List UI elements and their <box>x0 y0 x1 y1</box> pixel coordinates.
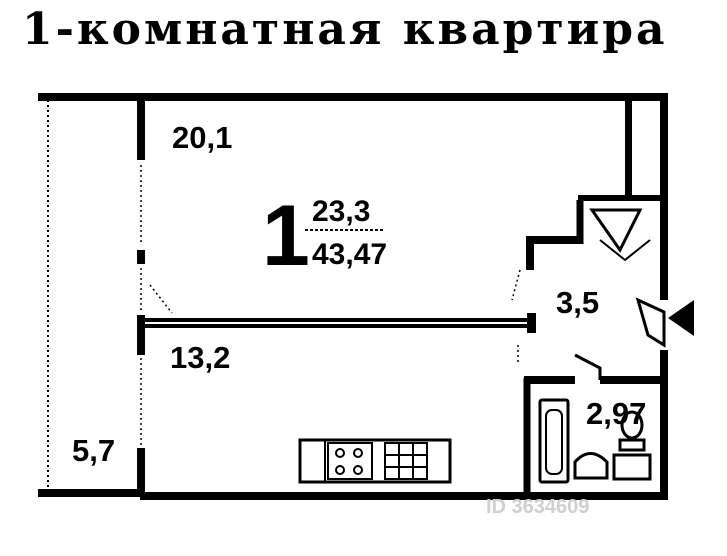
shaft-right <box>625 100 632 200</box>
bath-area-label: 2,97 <box>586 396 647 431</box>
entrance-door <box>635 297 666 348</box>
closet-door <box>589 208 643 253</box>
stove-icon <box>327 442 373 480</box>
entrance-arrow-icon <box>668 300 694 336</box>
balcony-area-label: 5,7 <box>72 433 116 468</box>
living-area: 23,3 <box>312 195 371 228</box>
sink-icon <box>384 442 428 480</box>
room-count: 1 <box>262 188 310 284</box>
hall-area-label: 3,5 <box>556 285 600 320</box>
washbasin-icon <box>573 452 609 480</box>
bath-door <box>574 353 602 380</box>
kitchen-area-label: 13,2 <box>170 340 231 375</box>
wall-left-stub <box>137 250 145 264</box>
door-swing-room <box>149 284 173 314</box>
toilet-icon <box>612 410 652 481</box>
door-swing-hall <box>511 269 521 301</box>
plan-title: 1-комнатная квартира <box>22 4 668 55</box>
watermark: ID 3634609 <box>486 496 590 518</box>
partition-end <box>527 313 536 333</box>
total-area: 43,47 <box>312 238 388 271</box>
room-area-label: 20,1 <box>172 120 233 155</box>
